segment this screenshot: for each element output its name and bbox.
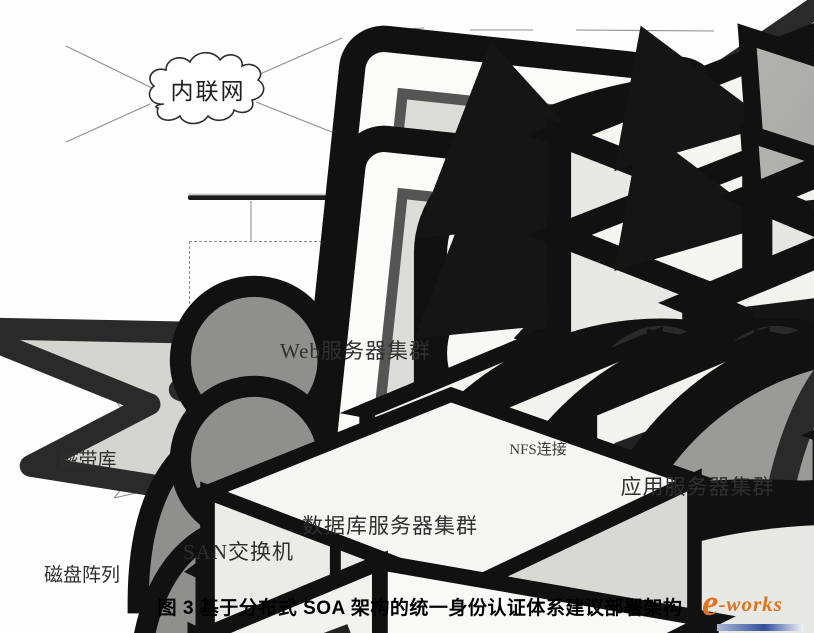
nfs-link-label: NFS连接 <box>509 442 567 458</box>
link-fw1-accessswitch1 <box>575 29 715 32</box>
link-cloud-router2 <box>255 101 343 137</box>
logo-letter-e: e <box>702 583 719 624</box>
san-switch-label: SAN交换机 <box>183 540 295 564</box>
eworks-logo: e-works <box>702 585 803 631</box>
db-cluster-label: 数据库服务器集群 <box>302 514 478 538</box>
intranet-label: 内联网 <box>170 79 246 104</box>
tape-library-label: 磁带库 <box>59 450 117 471</box>
link-router1-switch1 <box>385 27 425 31</box>
web-cluster-label: Web服务器集群 <box>280 339 431 363</box>
app-cluster-label: 应用服务器集群 <box>620 475 775 499</box>
link-client1-cloud <box>65 45 153 89</box>
logo-underline-bar <box>717 624 803 631</box>
disk-array-label: 磁盘阵列 <box>43 565 120 586</box>
logo-text: -works <box>718 592 783 616</box>
link-client2-cloud <box>65 103 151 143</box>
link-cloud-router1 <box>259 37 343 75</box>
figure-caption: 图 3 基于分布式 SOA 架构的统一身份认证体系建议部署架构 <box>157 598 683 619</box>
intranet-cloud-icon <box>148 51 265 125</box>
